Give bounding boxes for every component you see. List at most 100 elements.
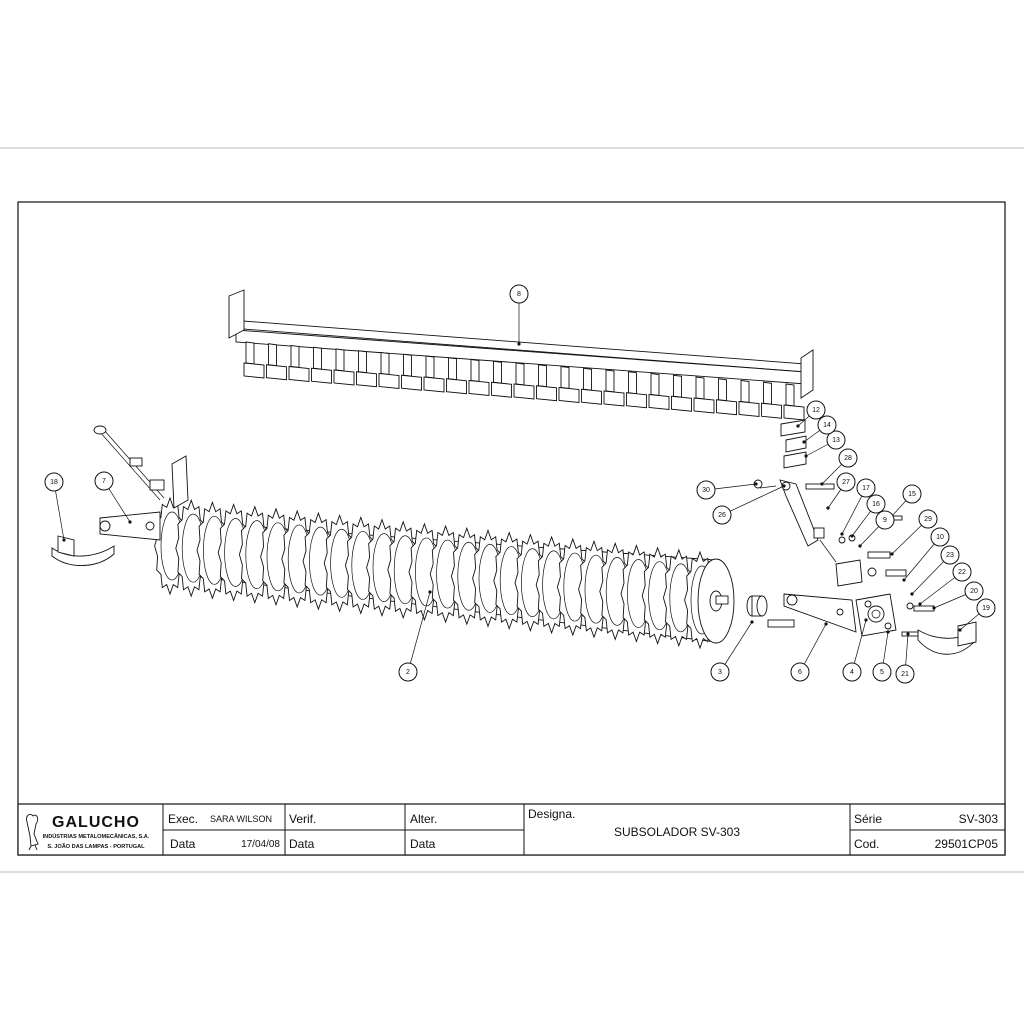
- part-hardware: [753, 479, 935, 637]
- serie-label: Série: [854, 812, 882, 826]
- callout-circle-16: [866, 494, 886, 514]
- callout-circle-8: [509, 284, 529, 304]
- callout-circle-7: [94, 471, 114, 491]
- callout-number-27: 27: [842, 479, 850, 486]
- callout-number-10: 10: [936, 534, 944, 541]
- leader-dot-26: [782, 484, 786, 488]
- leader-dot-28: [820, 482, 824, 486]
- callout-circle-26: [712, 505, 732, 525]
- leader-dot-13: [804, 454, 808, 458]
- callout-circle-3: [710, 662, 730, 682]
- leader-dot-7: [128, 520, 132, 524]
- callout-circle-2: [398, 662, 418, 682]
- part-bearing-block: [855, 593, 897, 637]
- leader-dot-4: [864, 618, 868, 622]
- callout-number-7: 7: [102, 478, 106, 485]
- callout-23: 23: [940, 545, 960, 565]
- part-left-arm: [93, 425, 189, 541]
- callout-number-14: 14: [823, 422, 831, 429]
- callout-15: 15: [902, 484, 922, 504]
- callout-12: 12: [806, 400, 826, 420]
- leader-dot-16: [850, 534, 854, 538]
- leader-dot-17: [840, 532, 844, 536]
- part-plate-12: [780, 419, 806, 437]
- part-left-shield: [51, 535, 115, 566]
- leader-dot-29: [890, 552, 894, 556]
- data-label: Data: [170, 837, 196, 851]
- part-tine-bar: [228, 289, 814, 469]
- callout-circle-27: [836, 472, 856, 492]
- leader-dot-12: [796, 424, 800, 428]
- callout-circle-14: [817, 415, 837, 435]
- leader-dot-19: [958, 628, 962, 632]
- callout-22: 22: [952, 562, 972, 582]
- callout-circle-10: [930, 527, 950, 547]
- callout-circle-9: [875, 510, 895, 530]
- callout-number-15: 15: [908, 491, 916, 498]
- leader-dot-22: [918, 602, 922, 606]
- callout-29: 29: [918, 509, 938, 529]
- callout-7: 7: [94, 471, 114, 491]
- callout-number-30: 30: [702, 487, 710, 494]
- callout-circle-18: [44, 472, 64, 492]
- callout-number-12: 12: [812, 407, 820, 414]
- title-block: GALUCHO INDÚSTRIAS METALOMECÂNICAS, S.A.…: [17, 803, 1006, 856]
- alter-label: Alter.: [410, 812, 437, 826]
- callout-19: 19: [976, 598, 996, 618]
- callout-number-4: 4: [850, 669, 854, 676]
- leader-dot-9: [858, 544, 862, 548]
- part-right-shield: [917, 621, 977, 655]
- callout-18: 18: [44, 472, 64, 492]
- company-line-2: S. JOÃO DAS LAMPAS - PORTUGAL: [47, 843, 145, 850]
- leader-dot-8: [517, 342, 521, 346]
- serie-value: SV-303: [959, 812, 999, 826]
- designation-label: Designa.: [528, 807, 575, 821]
- callout-16: 16: [866, 494, 886, 514]
- callout-number-21: 21: [901, 671, 909, 678]
- callout-3: 3: [710, 662, 730, 682]
- callout-number-26: 26: [718, 512, 726, 519]
- leader-line-3: [719, 621, 753, 673]
- callout-number-19: 19: [982, 605, 990, 612]
- company-line-1: INDÚSTRIAS METALOMECÂNICAS, S.A.: [43, 833, 150, 840]
- leader-dot-21: [906, 632, 910, 636]
- callout-4: 4: [842, 662, 862, 682]
- callout-number-29: 29: [924, 516, 932, 523]
- callout-number-13: 13: [832, 437, 840, 444]
- callout-number-17: 17: [862, 485, 870, 492]
- verif-label: Verif.: [289, 812, 316, 826]
- leader-dot-10: [902, 578, 906, 582]
- leader-dot-6: [824, 622, 828, 626]
- callout-number-20: 20: [970, 588, 978, 595]
- callout-30: 30: [696, 480, 716, 500]
- part-right-arm: [783, 593, 857, 633]
- callout-number-9: 9: [883, 517, 887, 524]
- callout-circle-19: [976, 598, 996, 618]
- part-roller: [154, 496, 735, 650]
- verif-data-label: Data: [289, 837, 315, 851]
- callout-circle-4: [842, 662, 862, 682]
- leader-line-18: [53, 481, 65, 541]
- data-value: 17/04/08: [241, 839, 280, 850]
- callout-number-6: 6: [798, 669, 802, 676]
- callout-number-2: 2: [406, 669, 410, 676]
- part-bushing: [746, 595, 795, 628]
- callout-28: 28: [838, 448, 858, 468]
- leader-dot-20: [932, 606, 936, 610]
- callout-10: 10: [930, 527, 950, 547]
- callout-circle-17: [856, 478, 876, 498]
- callout-circle-15: [902, 484, 922, 504]
- cod-value: 29501CP05: [935, 837, 999, 851]
- callout-2: 2: [398, 662, 418, 682]
- callout-circle-30: [696, 480, 716, 500]
- callout-5: 5: [872, 662, 892, 682]
- callout-number-5: 5: [880, 669, 884, 676]
- callout-number-28: 28: [844, 455, 852, 462]
- leader-dot-5: [886, 630, 890, 634]
- leader-dot-27: [826, 506, 830, 510]
- callout-circle-13: [826, 430, 846, 450]
- callout-8: 8: [509, 284, 529, 304]
- alter-data-label: Data: [410, 837, 436, 851]
- callout-number-16: 16: [872, 501, 880, 508]
